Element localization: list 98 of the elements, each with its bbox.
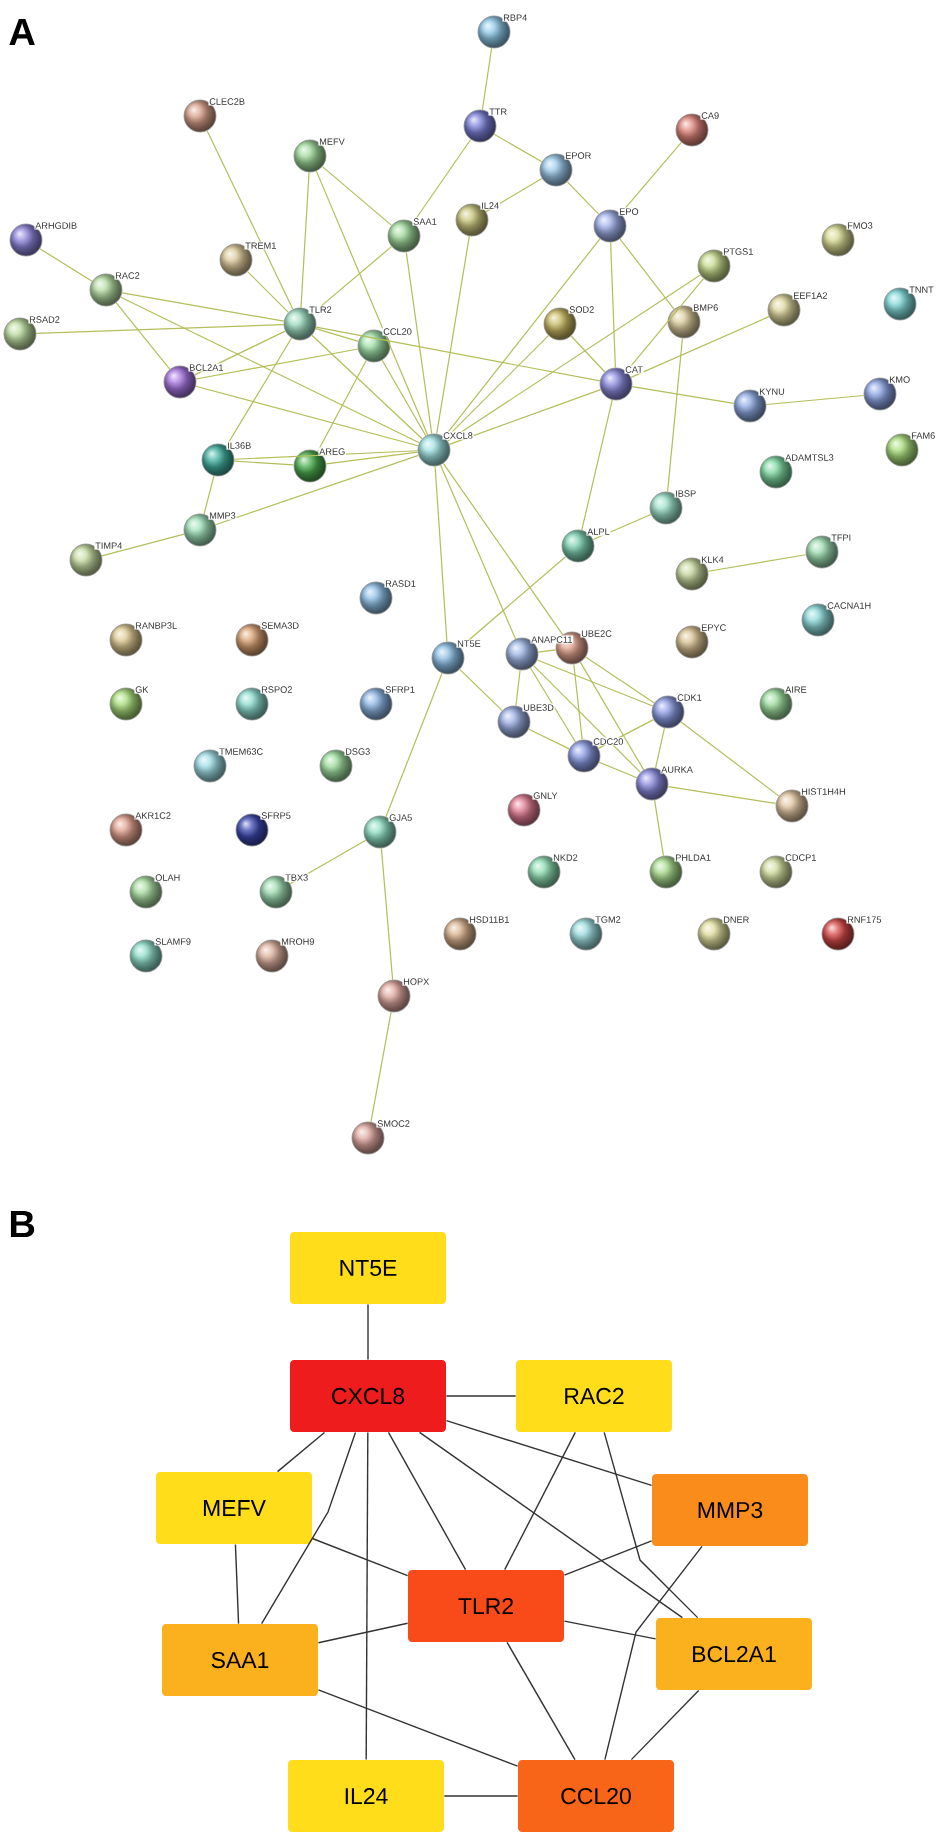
interaction-line xyxy=(101,533,185,557)
interaction-line xyxy=(405,251,433,435)
interaction-line xyxy=(765,394,865,406)
interaction-line xyxy=(214,454,420,526)
gene-box: RAC2 xyxy=(516,1360,672,1432)
interaction-line xyxy=(631,386,735,404)
interaction-line xyxy=(537,649,557,653)
interaction-line xyxy=(566,181,600,215)
interaction-line xyxy=(35,324,285,335)
interaction-line xyxy=(365,1431,369,1761)
interaction-line xyxy=(194,330,286,376)
interaction-line xyxy=(289,839,367,885)
interaction-line xyxy=(654,799,665,857)
interaction-line xyxy=(445,1420,653,1487)
interaction-line xyxy=(233,460,295,466)
interaction-line xyxy=(121,292,285,322)
interaction-line xyxy=(485,177,543,213)
interaction-line xyxy=(603,1431,699,1619)
gene-box: MMP3 xyxy=(652,1474,808,1546)
interaction-line xyxy=(570,335,606,373)
interaction-line xyxy=(260,1431,357,1625)
interaction-line xyxy=(707,554,807,572)
interaction-line xyxy=(247,271,289,313)
interaction-line xyxy=(115,302,171,370)
interaction-line xyxy=(195,385,419,447)
interaction-line xyxy=(233,450,419,460)
interaction-line xyxy=(515,669,521,707)
interaction-line xyxy=(195,348,359,380)
interaction-line xyxy=(493,133,543,163)
interaction-line xyxy=(667,785,777,805)
interaction-line xyxy=(459,668,503,712)
interaction-line xyxy=(481,47,493,111)
interaction-line xyxy=(529,667,577,743)
interaction-line xyxy=(604,1545,703,1761)
interaction-line xyxy=(300,171,310,309)
interaction-line xyxy=(315,328,359,342)
interaction-line xyxy=(598,761,638,779)
interaction-line xyxy=(311,334,423,440)
gene-box: IL24 xyxy=(288,1760,444,1832)
interaction-line xyxy=(579,661,645,771)
interaction-line xyxy=(442,462,564,636)
interaction-line xyxy=(317,1689,519,1767)
interaction-line xyxy=(563,1540,653,1576)
interaction-line xyxy=(667,337,684,493)
interaction-line xyxy=(573,663,583,741)
interaction-line xyxy=(317,1622,409,1644)
interaction-line xyxy=(443,1795,519,1797)
interaction-line xyxy=(206,130,294,310)
interaction-line xyxy=(680,721,780,797)
interaction-line xyxy=(619,238,675,310)
interaction-line xyxy=(120,296,420,444)
panel-letter: A xyxy=(9,18,35,46)
interaction-line xyxy=(387,1431,467,1571)
interaction-line xyxy=(370,1011,392,1123)
interaction-line xyxy=(381,359,427,437)
interaction-line xyxy=(367,1303,369,1361)
panel-letter: B xyxy=(10,1210,35,1238)
interaction-line xyxy=(585,656,655,704)
interaction-line xyxy=(448,389,602,446)
interaction-line xyxy=(592,513,652,541)
interaction-line xyxy=(528,728,570,750)
interaction-line xyxy=(630,1689,700,1761)
interaction-line xyxy=(225,337,293,447)
interaction-line xyxy=(311,1537,409,1577)
gene-box: SAA1 xyxy=(162,1624,318,1696)
interaction-line xyxy=(597,719,655,749)
interaction-line xyxy=(563,1620,657,1640)
interaction-line xyxy=(506,1641,576,1761)
interaction-line xyxy=(447,274,701,442)
interaction-line xyxy=(533,665,641,773)
gene-box: CXCL8 xyxy=(290,1360,446,1432)
interaction-line xyxy=(630,316,770,378)
interaction-line xyxy=(434,465,448,643)
interaction-line xyxy=(234,1543,240,1625)
interaction-line xyxy=(39,248,93,282)
interaction-line xyxy=(436,235,470,435)
gene-box: BCL2A1 xyxy=(656,1618,812,1690)
interaction-line xyxy=(317,359,367,453)
interaction-line xyxy=(315,170,429,436)
interaction-line xyxy=(654,727,666,769)
interaction-line xyxy=(610,241,616,369)
interaction-line xyxy=(325,451,419,465)
gene-box: NT5E xyxy=(290,1232,446,1304)
interaction-line xyxy=(418,1431,684,1619)
interaction-line xyxy=(276,1431,326,1473)
interaction-line xyxy=(439,464,517,640)
interaction-line xyxy=(321,166,393,226)
gene-box: TLR2 xyxy=(408,1570,564,1642)
interaction-line xyxy=(536,659,654,707)
interaction-line xyxy=(581,399,613,531)
interaction-line xyxy=(315,326,601,382)
interaction-line xyxy=(385,672,443,818)
interaction-line xyxy=(380,847,394,981)
interaction-line xyxy=(203,475,215,515)
interaction-line xyxy=(504,1431,576,1571)
gene-box: MEFV xyxy=(156,1472,312,1544)
interaction-line xyxy=(445,1395,517,1397)
gene-box: CCL20 xyxy=(518,1760,674,1832)
